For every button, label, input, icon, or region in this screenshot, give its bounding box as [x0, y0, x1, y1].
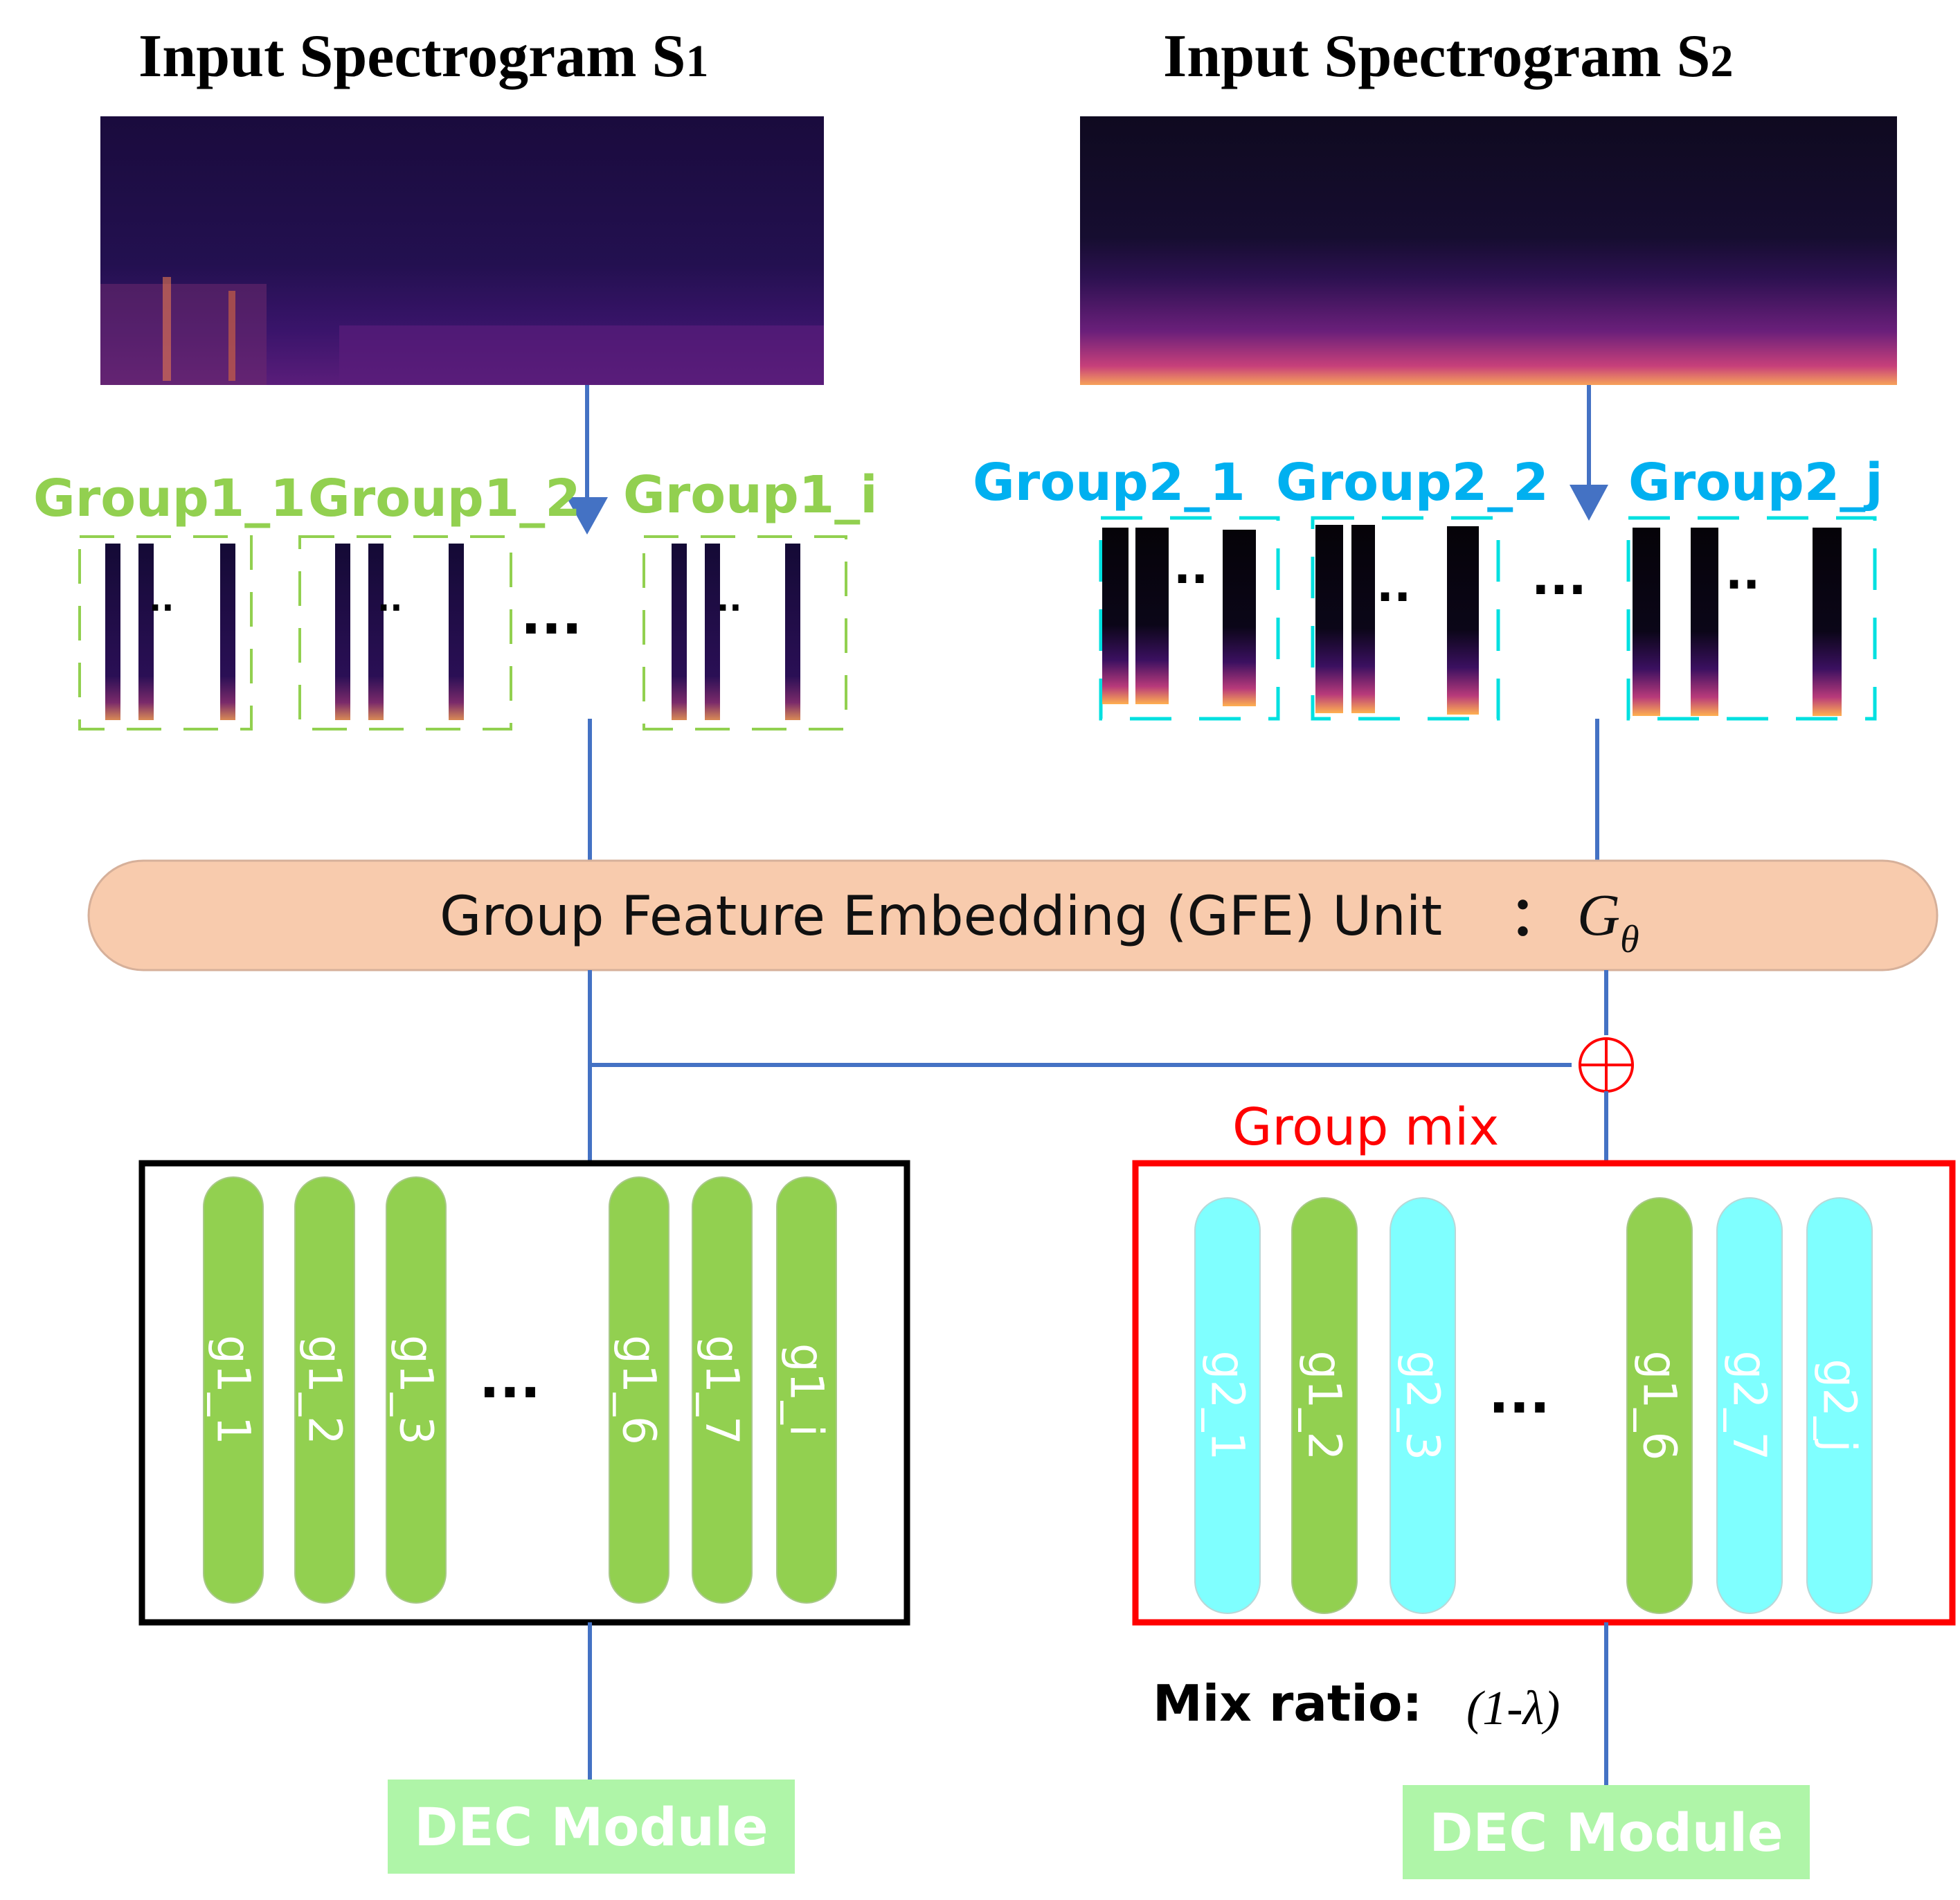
left-pill-5: g1_7 [692, 1176, 753, 1604]
left-pill-2-label: g1_2 [298, 1335, 352, 1445]
left-pill-5-label: g1_7 [696, 1335, 749, 1445]
left-pill-1: g1_1 [203, 1176, 264, 1604]
plus-symbol [1579, 1037, 1634, 1093]
right-pill-group: g2_1 g1_2 g2_3 g1_6 g2_7 g2_j [1194, 1197, 1873, 1614]
group2-box-1-ellipsis: .. [1174, 541, 1208, 594]
group2-box-j-ellipsis: .. [1725, 546, 1760, 600]
spectrogram-2-title: Input Spectrogram S2 [1163, 23, 1733, 90]
group1-box-1-ellipsis: .. [149, 580, 174, 619]
right-pill-5-label: g2_7 [1723, 1351, 1777, 1461]
right-pill-2-label: g1_2 [1298, 1351, 1351, 1461]
left-pill-group: g1_1 g1_2 g1_3 g1_6 g1_7 g1_i [203, 1176, 837, 1604]
dec-module-left [388, 1780, 795, 1874]
left-pill-1-label: g1_1 [207, 1335, 260, 1445]
right-pill-6: g2_j [1806, 1197, 1873, 1614]
left-pill-3-label: g1_3 [390, 1335, 443, 1445]
group-mix-label: Group mix [1232, 1097, 1499, 1157]
right-pill-2: g1_2 [1291, 1197, 1358, 1614]
right-pill-6-label: g2_j [1813, 1359, 1867, 1452]
right-pill-3: g2_3 [1390, 1197, 1456, 1614]
group2-box-j: .. [1626, 516, 1877, 721]
group2-label-j: Group2_j [1628, 453, 1883, 512]
gfe-label: Group Feature Embedding (GFE) Unit [440, 886, 1442, 948]
group2-between-ellipsis: ... [1531, 549, 1587, 606]
mix-ratio-label: Mix ratio: [1153, 1674, 1422, 1732]
group1-box-i-ellipsis: .. [717, 580, 741, 619]
dec-module-right [1403, 1785, 1810, 1879]
group2-label-2: Group2_2 [1276, 453, 1549, 512]
right-pill-1: g2_1 [1194, 1197, 1261, 1614]
left-pill-6-label: g1_i [780, 1343, 834, 1437]
left-box-ellipsis: ... [479, 1348, 541, 1410]
dec-module-right-label: DEC Module [1429, 1802, 1783, 1863]
group1-between-ellipsis: ... [521, 584, 582, 647]
arrow-s1-to-groups [566, 385, 608, 535]
left-pill-4-label: g1_6 [613, 1335, 666, 1445]
right-pill-4-label: g1_6 [1633, 1351, 1687, 1461]
group1-label-2: Group1_2 [308, 469, 581, 528]
group1-label-i: Group1_i [623, 465, 878, 525]
gfe-symbol: Gθ [1577, 881, 1639, 961]
group2-box-2-ellipsis: .. [1376, 559, 1411, 612]
dec-module-left-label: DEC Module [414, 1796, 768, 1858]
arrow-s2-to-groups [1570, 385, 1608, 521]
gfe-unit [87, 859, 1939, 971]
group1-box-1: .. [78, 535, 253, 731]
group2-box-2: .. [1311, 516, 1500, 721]
left-pill-3: g1_3 [386, 1176, 447, 1604]
gfe-colon: ： [1509, 886, 1563, 948]
left-pill-4: g1_6 [609, 1176, 669, 1604]
left-pill-2: g1_2 [294, 1176, 355, 1604]
group1-box-2: .. [298, 535, 512, 731]
right-pill-4: g1_6 [1626, 1197, 1693, 1614]
spectrogram-1-title: Input Spectrogram S1 [138, 23, 708, 90]
group2-label-1: Group2_1 [973, 453, 1246, 512]
right-pill-5: g2_7 [1716, 1197, 1783, 1614]
mix-ratio-value: (1-λ) [1466, 1682, 1560, 1735]
spectrogram-1-image [100, 116, 824, 385]
left-pill-6: g1_i [776, 1176, 837, 1604]
group2-box-1: .. [1099, 516, 1280, 721]
group1-box-i: .. [642, 535, 847, 731]
spectrogram-2-image [1080, 116, 1897, 385]
right-feature-box [1132, 1160, 1956, 1626]
right-pill-3-label: g2_3 [1396, 1351, 1450, 1461]
group1-box-2-ellipsis: .. [377, 580, 402, 619]
group1-label-1: Group1_1 [33, 469, 306, 528]
left-feature-box [138, 1160, 910, 1626]
right-pill-1-label: g2_1 [1201, 1351, 1255, 1461]
right-box-ellipsis: ... [1489, 1363, 1550, 1426]
